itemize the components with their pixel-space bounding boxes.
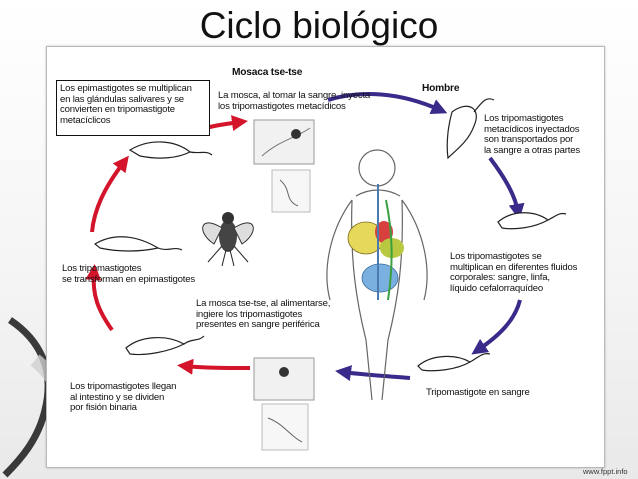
arrow-injected-to-multiply bbox=[488, 156, 525, 220]
slide-title: Ciclo biológico bbox=[199, 5, 439, 46]
blood-trypomastigote-drawing bbox=[417, 355, 472, 372]
label-epimastigotes: Los epimastigotes se multiplican en las … bbox=[60, 83, 192, 126]
inset-fly-bite bbox=[253, 119, 315, 165]
epimastigote-drawing bbox=[128, 141, 192, 159]
arrow-gut-to-transform bbox=[85, 264, 114, 332]
label-gut: Los tripomastigotes llegan al intestino … bbox=[70, 381, 177, 414]
arrow-multiply-to-blood bbox=[471, 299, 522, 355]
inset-fly-gut bbox=[271, 169, 311, 213]
header-fly: Mosaca tse-tse bbox=[232, 67, 303, 78]
header-human: Hombre bbox=[422, 83, 460, 94]
parasite-illustrations bbox=[93, 98, 567, 372]
arrow-bite-to-human bbox=[327, 92, 448, 115]
arrow-blood-to-fly bbox=[335, 365, 411, 382]
label-fly-bite: La mosca, al tomar la sangre, inyecta lo… bbox=[218, 90, 371, 112]
injected-trypomastigote-drawing bbox=[446, 105, 477, 160]
label-transform: Los tripomastigotes se transforman en ep… bbox=[62, 263, 195, 285]
blood-vessel bbox=[385, 199, 393, 301]
label-fly-feeds: La mosca tse-tse, al alimentarse, ingier… bbox=[196, 298, 331, 331]
tsetse-fly-illustration bbox=[202, 212, 254, 267]
epimastigote-label-box bbox=[56, 80, 210, 136]
label-blood: Tripomastigote en sangre bbox=[426, 387, 530, 398]
heart-organ bbox=[375, 221, 393, 243]
label-multiply-fluids: Los tripomastigotes se multiplican en di… bbox=[450, 251, 578, 294]
arrow-transform-to-glands bbox=[90, 155, 129, 233]
gut-trypomastigote-drawing bbox=[125, 337, 186, 356]
inset-fly-proboscis bbox=[261, 403, 309, 451]
footer-credit: www.fppt.info bbox=[583, 467, 628, 476]
label-injected: Los tripomastigotes metacídicos inyectad… bbox=[484, 113, 580, 156]
arrow-feed-to-gut bbox=[177, 358, 251, 375]
human-cycle-arrows bbox=[327, 92, 525, 382]
trypomastigote-transform-drawing bbox=[93, 236, 160, 252]
intestine-organ bbox=[361, 263, 399, 293]
inset-fly-feeding bbox=[253, 357, 315, 401]
multiplying-trypomastigote-drawing bbox=[497, 212, 550, 230]
human-body-illustration bbox=[326, 149, 428, 401]
